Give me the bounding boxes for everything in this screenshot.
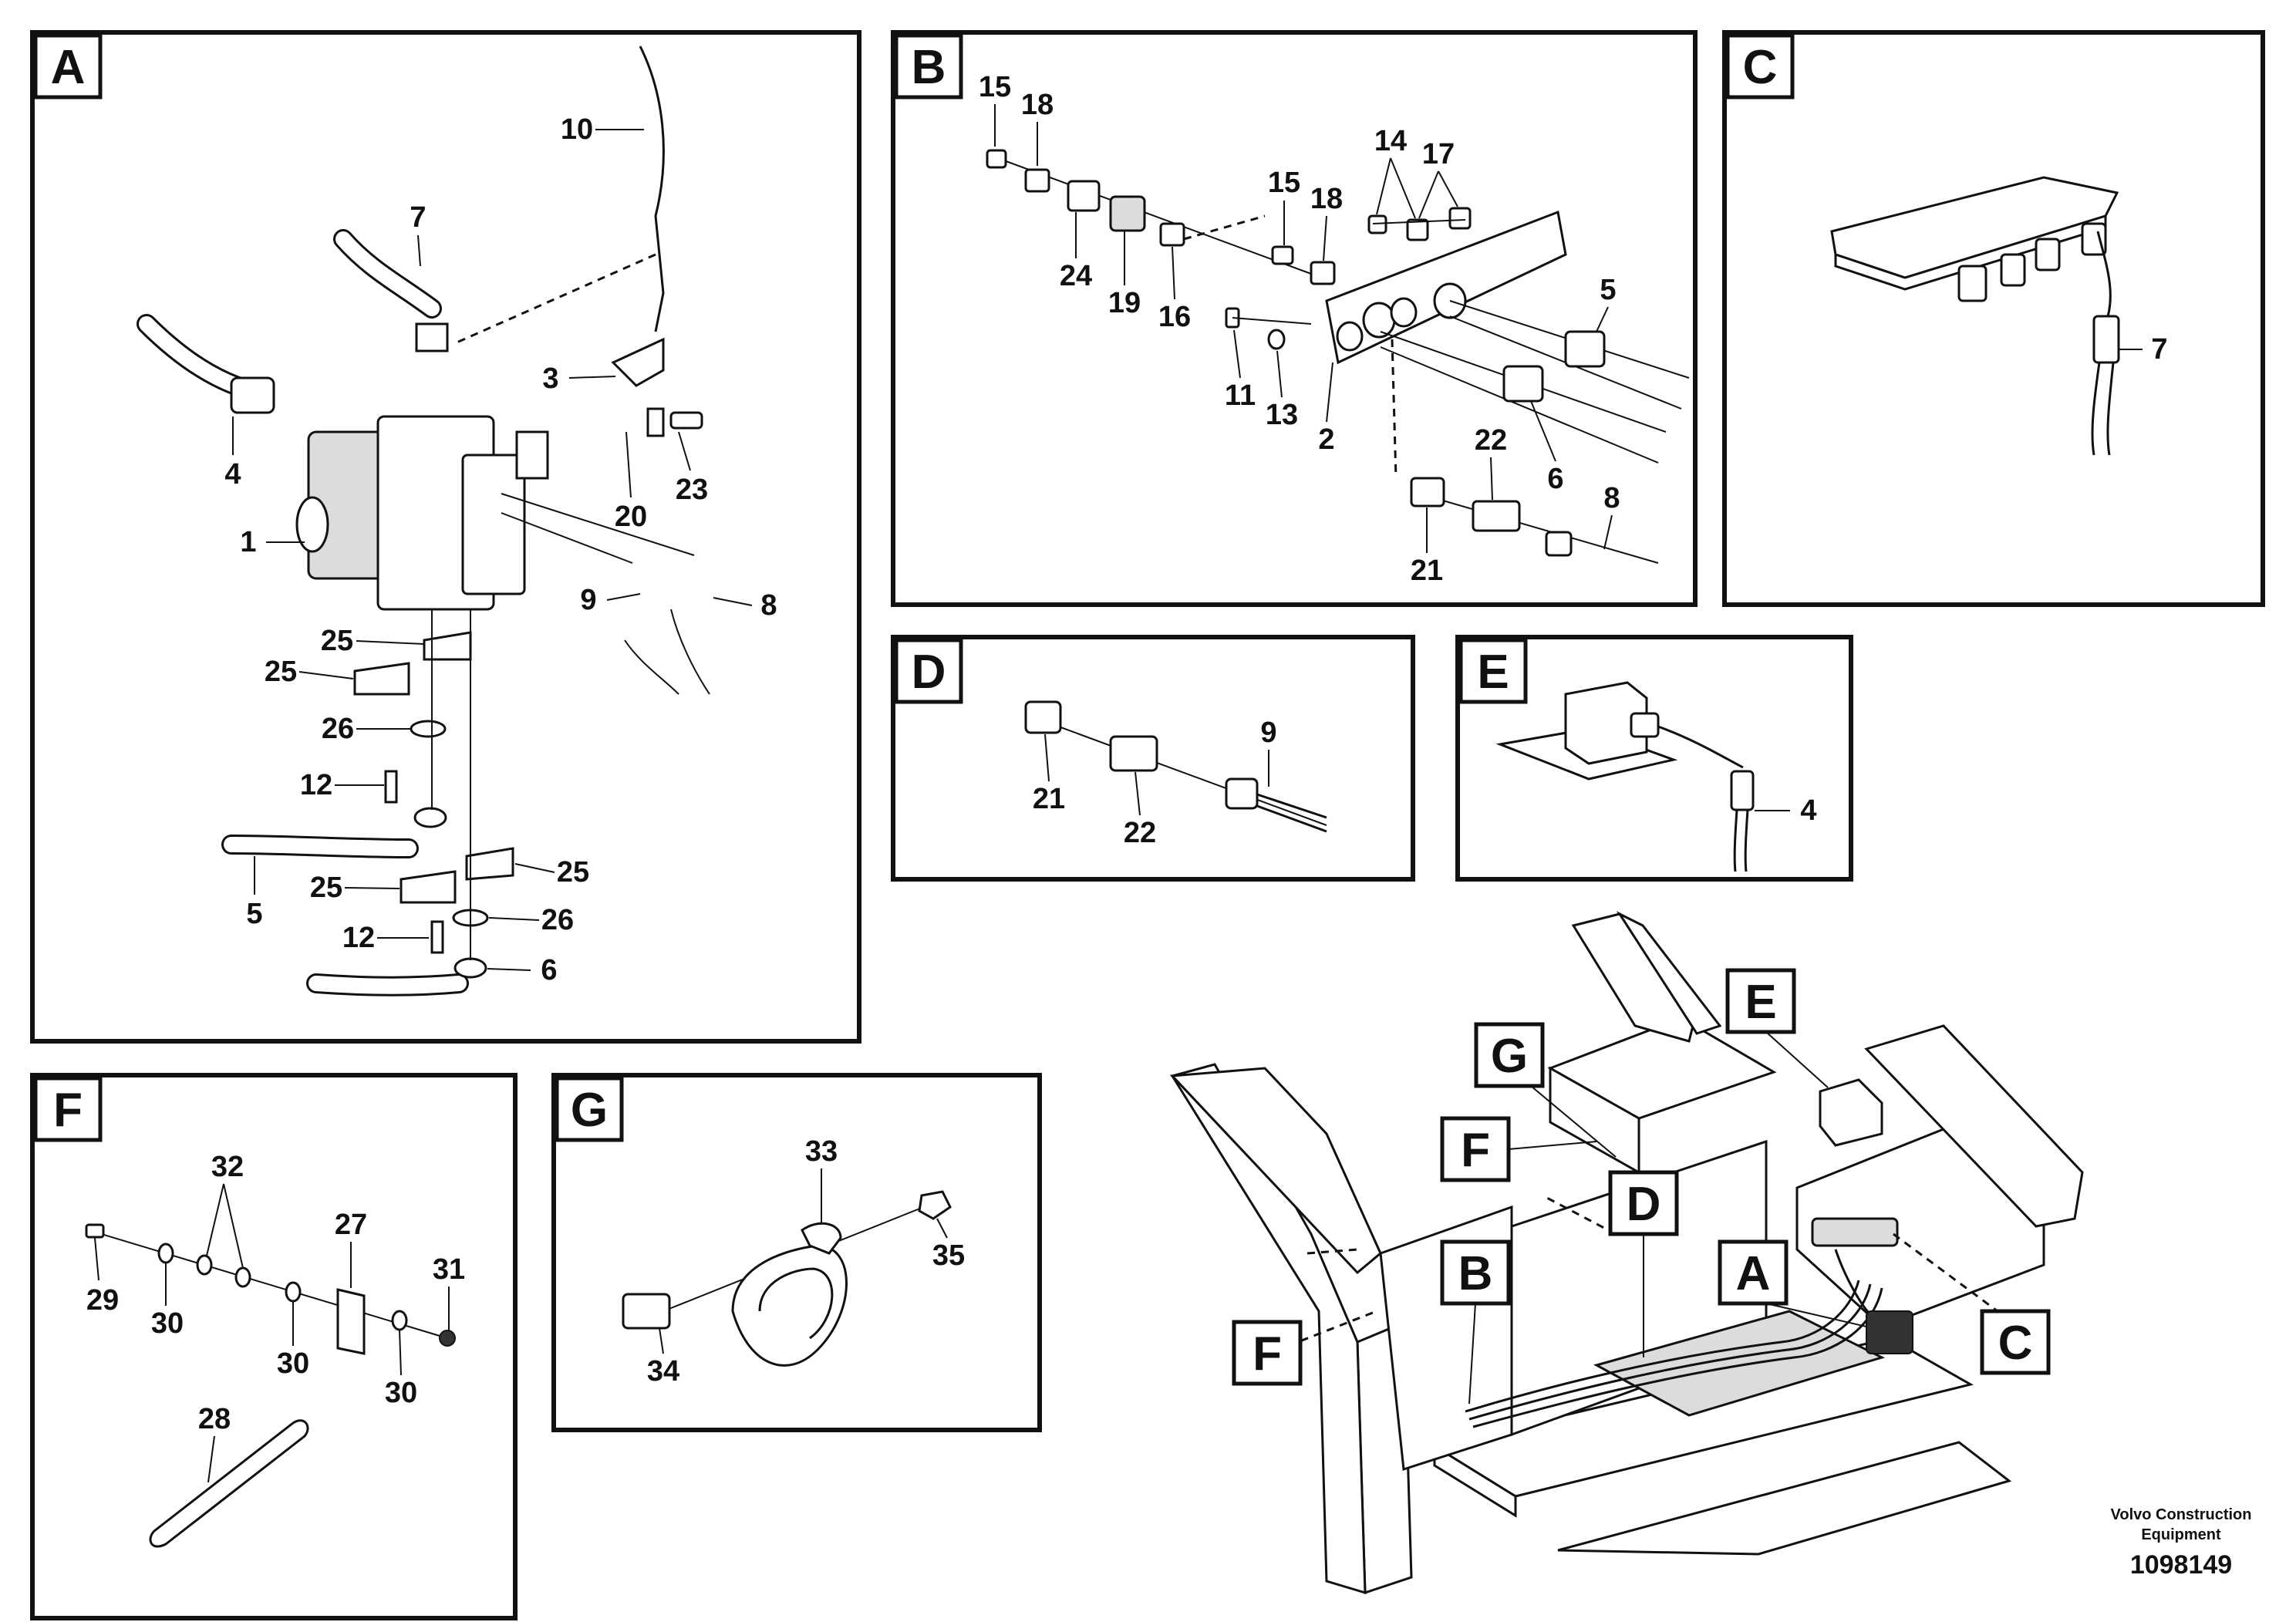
- overview-tag-d: D: [1627, 1178, 1661, 1231]
- callout: 19: [1108, 287, 1141, 319]
- callout: 25: [310, 872, 342, 904]
- callout: 30: [151, 1307, 184, 1340]
- callout: 30: [385, 1377, 417, 1409]
- overview-tag-a: A: [1736, 1247, 1771, 1300]
- overview-tag-f-upper: F: [1461, 1124, 1490, 1177]
- panel-b-label: B: [912, 41, 946, 94]
- callout: 32: [211, 1151, 244, 1183]
- callout: 22: [1475, 424, 1507, 457]
- panel-e-label: E: [1477, 646, 1509, 699]
- panel-b: B 15 18 24: [891, 30, 1698, 607]
- callout: 5: [1600, 274, 1616, 306]
- callout: 34: [647, 1355, 679, 1388]
- callout: 12: [342, 922, 375, 954]
- callout: 16: [1158, 301, 1191, 333]
- callout: 20: [615, 501, 647, 533]
- callout: 4: [1800, 794, 1816, 827]
- callout: 6: [1547, 463, 1563, 495]
- callout: 35: [932, 1239, 965, 1272]
- callout: 5: [246, 898, 262, 930]
- panel-c: C 7: [1722, 30, 2265, 607]
- drawing-number: 1098149: [2130, 1550, 2232, 1580]
- callout: 4: [224, 458, 241, 491]
- panel-f-label: F: [53, 1084, 83, 1137]
- callout: 23: [676, 474, 708, 506]
- overview-machine-frame: E G F D B A F C: [1169, 911, 2084, 1595]
- panel-e: E 4: [1455, 635, 1853, 882]
- callout: 22: [1124, 817, 1156, 849]
- callout: 28: [198, 1403, 231, 1435]
- callout: 15: [1268, 167, 1300, 199]
- company-name-line2: Equipment: [2141, 1526, 2221, 1543]
- overview-tag-b: B: [1458, 1247, 1493, 1300]
- overview-tag-f-lower: F: [1253, 1327, 1282, 1381]
- callout: 6: [541, 954, 557, 986]
- callout: 15: [979, 71, 1011, 103]
- callout: 30: [277, 1347, 309, 1380]
- callout: 25: [265, 656, 297, 688]
- panel-c-label: C: [1743, 41, 1778, 94]
- callout: 21: [1033, 783, 1065, 815]
- callout: 3: [542, 363, 558, 395]
- callout: 24: [1060, 260, 1092, 292]
- callout: 7: [2151, 333, 2167, 366]
- callout: 9: [1260, 717, 1276, 749]
- callout: 7: [410, 201, 426, 234]
- callout: 21: [1411, 555, 1443, 587]
- callout: 12: [300, 769, 332, 801]
- callout: 25: [321, 625, 353, 657]
- callout: 25: [557, 856, 589, 889]
- overview-tag-g: G: [1491, 1030, 1528, 1083]
- callout: 31: [433, 1253, 465, 1286]
- callout: 14: [1374, 125, 1407, 157]
- panel-d-label: D: [912, 646, 946, 699]
- callout: 27: [335, 1209, 367, 1241]
- callout: 26: [541, 904, 574, 936]
- panel-a: A: [30, 30, 861, 1044]
- panel-d: D 21 22 9: [891, 635, 1415, 882]
- callout: 33: [805, 1135, 838, 1168]
- callout: 26: [322, 713, 354, 745]
- overview-tag-c: C: [1998, 1317, 2033, 1370]
- panel-a-label: A: [51, 41, 86, 94]
- callout: 18: [1310, 183, 1343, 215]
- callout: 11: [1225, 379, 1256, 412]
- footer: Volvo Construction Equipment 1098149: [2111, 1506, 2252, 1580]
- callout: 18: [1021, 89, 1054, 121]
- callout: 9: [580, 584, 596, 616]
- callout: 10: [561, 113, 593, 146]
- callout: 8: [760, 589, 777, 622]
- callout: 2: [1318, 423, 1334, 456]
- panel-g-label: G: [571, 1084, 608, 1137]
- callout: 29: [86, 1284, 119, 1317]
- callout: 1: [240, 526, 256, 558]
- company-name-line1: Volvo Construction: [2111, 1506, 2252, 1523]
- callout: 17: [1422, 138, 1455, 170]
- callout: 13: [1266, 399, 1298, 431]
- panel-f: F 32 27 29 30 30 31 30 28: [30, 1073, 518, 1620]
- panel-g: G 33 35 34: [551, 1073, 1042, 1432]
- callout: 8: [1603, 482, 1620, 514]
- overview-tag-e: E: [1745, 976, 1776, 1029]
